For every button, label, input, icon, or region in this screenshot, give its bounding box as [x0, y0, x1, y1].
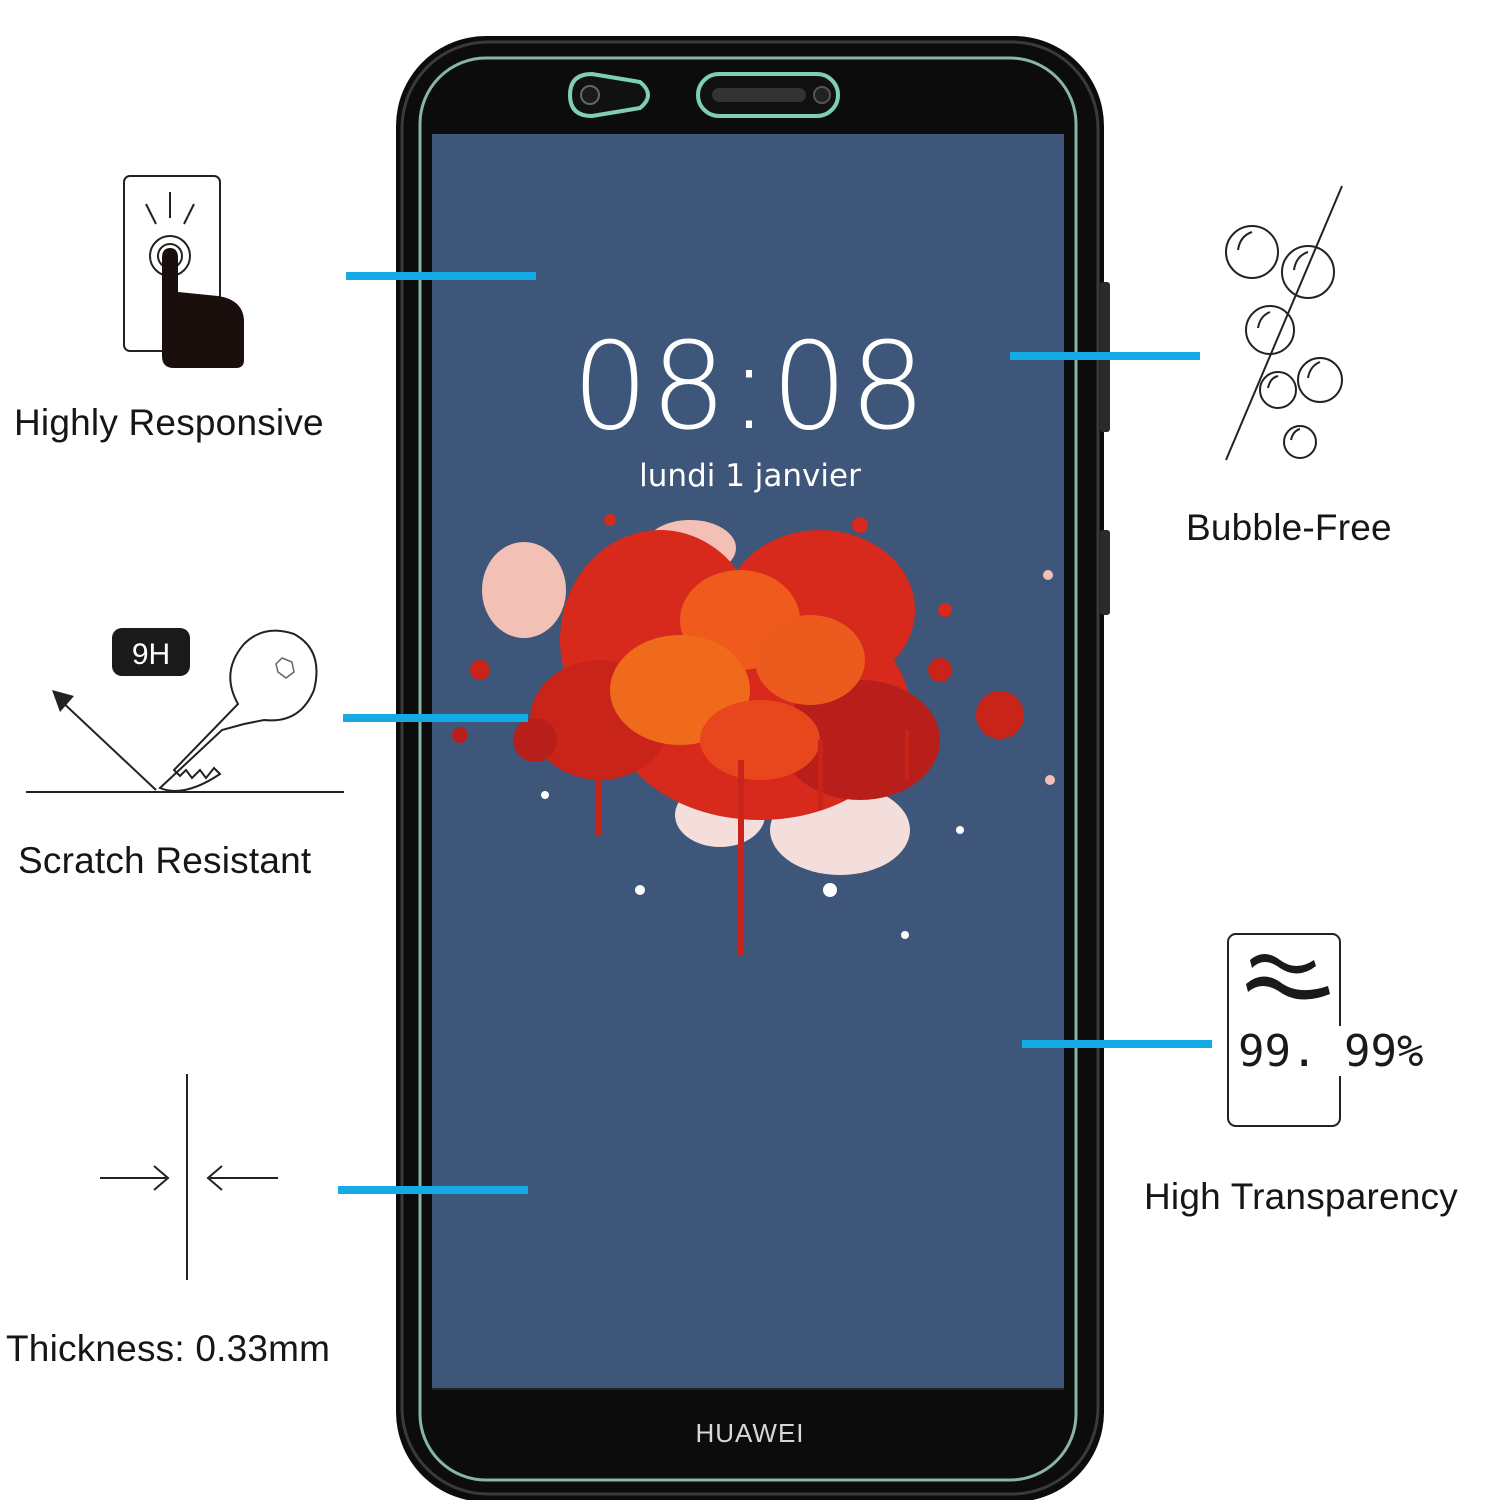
- thickness-arrows-icon: [100, 1074, 278, 1280]
- brand-logo-text: HUAWEI: [695, 1418, 805, 1448]
- pointer-line-scratch: [343, 714, 528, 722]
- pointer-line-bubble: [1010, 352, 1200, 360]
- touch-finger-icon: [123, 175, 244, 368]
- transparency-value: 99. 99%: [1238, 1026, 1423, 1077]
- feature-label-responsive: Highly Responsive: [14, 402, 324, 443]
- glass-protector-edge: [418, 56, 1078, 1482]
- paint-splash-graphic: [452, 514, 1055, 955]
- feature-label-thickness: Thickness: 0.33mm: [6, 1328, 331, 1369]
- hardness-badge: 9H: [132, 638, 170, 671]
- feature-label-scratch: Scratch Resistant: [18, 840, 312, 881]
- transparency-icon: 99. 99%: [1227, 933, 1423, 1127]
- bubbles-icon: [1225, 185, 1343, 461]
- power-button: [1100, 530, 1110, 615]
- feature-label-transparency: High Transparency: [1144, 1176, 1458, 1217]
- pointer-line-transparency: [1022, 1040, 1212, 1048]
- lock-screen-clock: 08:08: [572, 318, 928, 457]
- key-scratch-icon: 9H: [26, 628, 344, 793]
- feature-label-bubble: Bubble-Free: [1186, 507, 1392, 548]
- pointer-line-thickness: [338, 1186, 528, 1194]
- pointer-line-responsive: [346, 272, 536, 280]
- front-camera-cutout: [567, 71, 650, 119]
- lock-screen-date: lundi 1 janvier: [639, 458, 861, 494]
